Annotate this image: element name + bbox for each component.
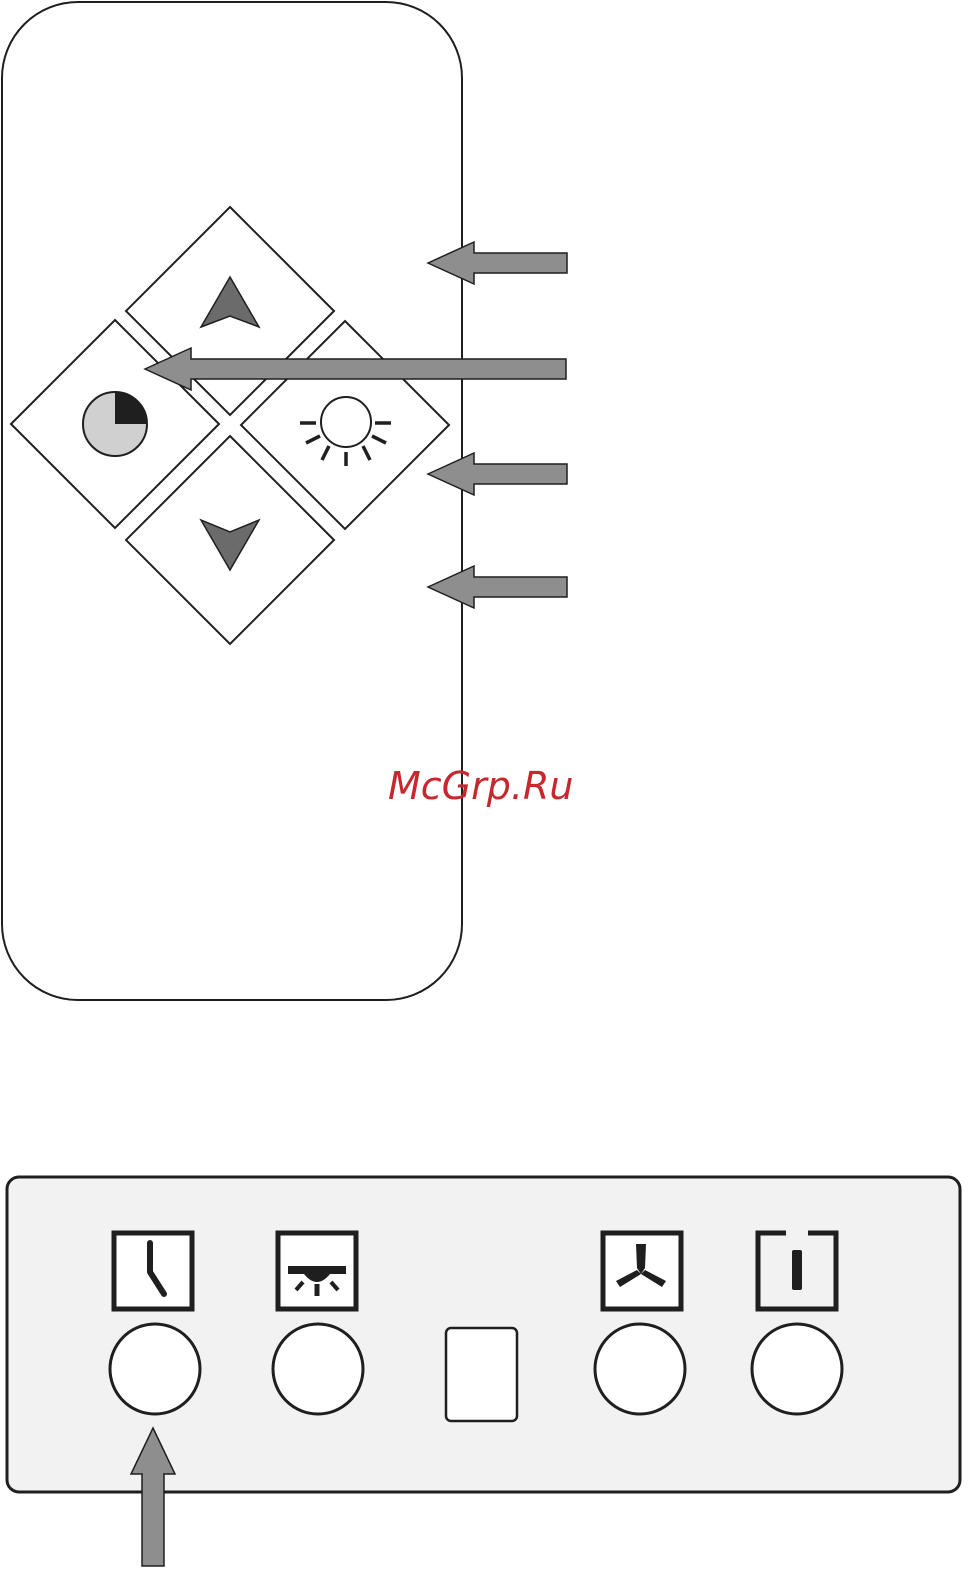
- light-button[interactable]: [273, 1324, 363, 1414]
- fan-icon: [603, 1233, 681, 1309]
- fan-button[interactable]: [595, 1324, 685, 1414]
- timer-pie-icon: [83, 392, 147, 456]
- timer-button[interactable]: [110, 1324, 200, 1414]
- clock-icon: [114, 1233, 192, 1309]
- power-button[interactable]: [752, 1324, 842, 1414]
- lamp-icon: [278, 1233, 356, 1309]
- watermark-text: McGrp.Ru: [388, 764, 573, 808]
- display-window: [446, 1328, 517, 1421]
